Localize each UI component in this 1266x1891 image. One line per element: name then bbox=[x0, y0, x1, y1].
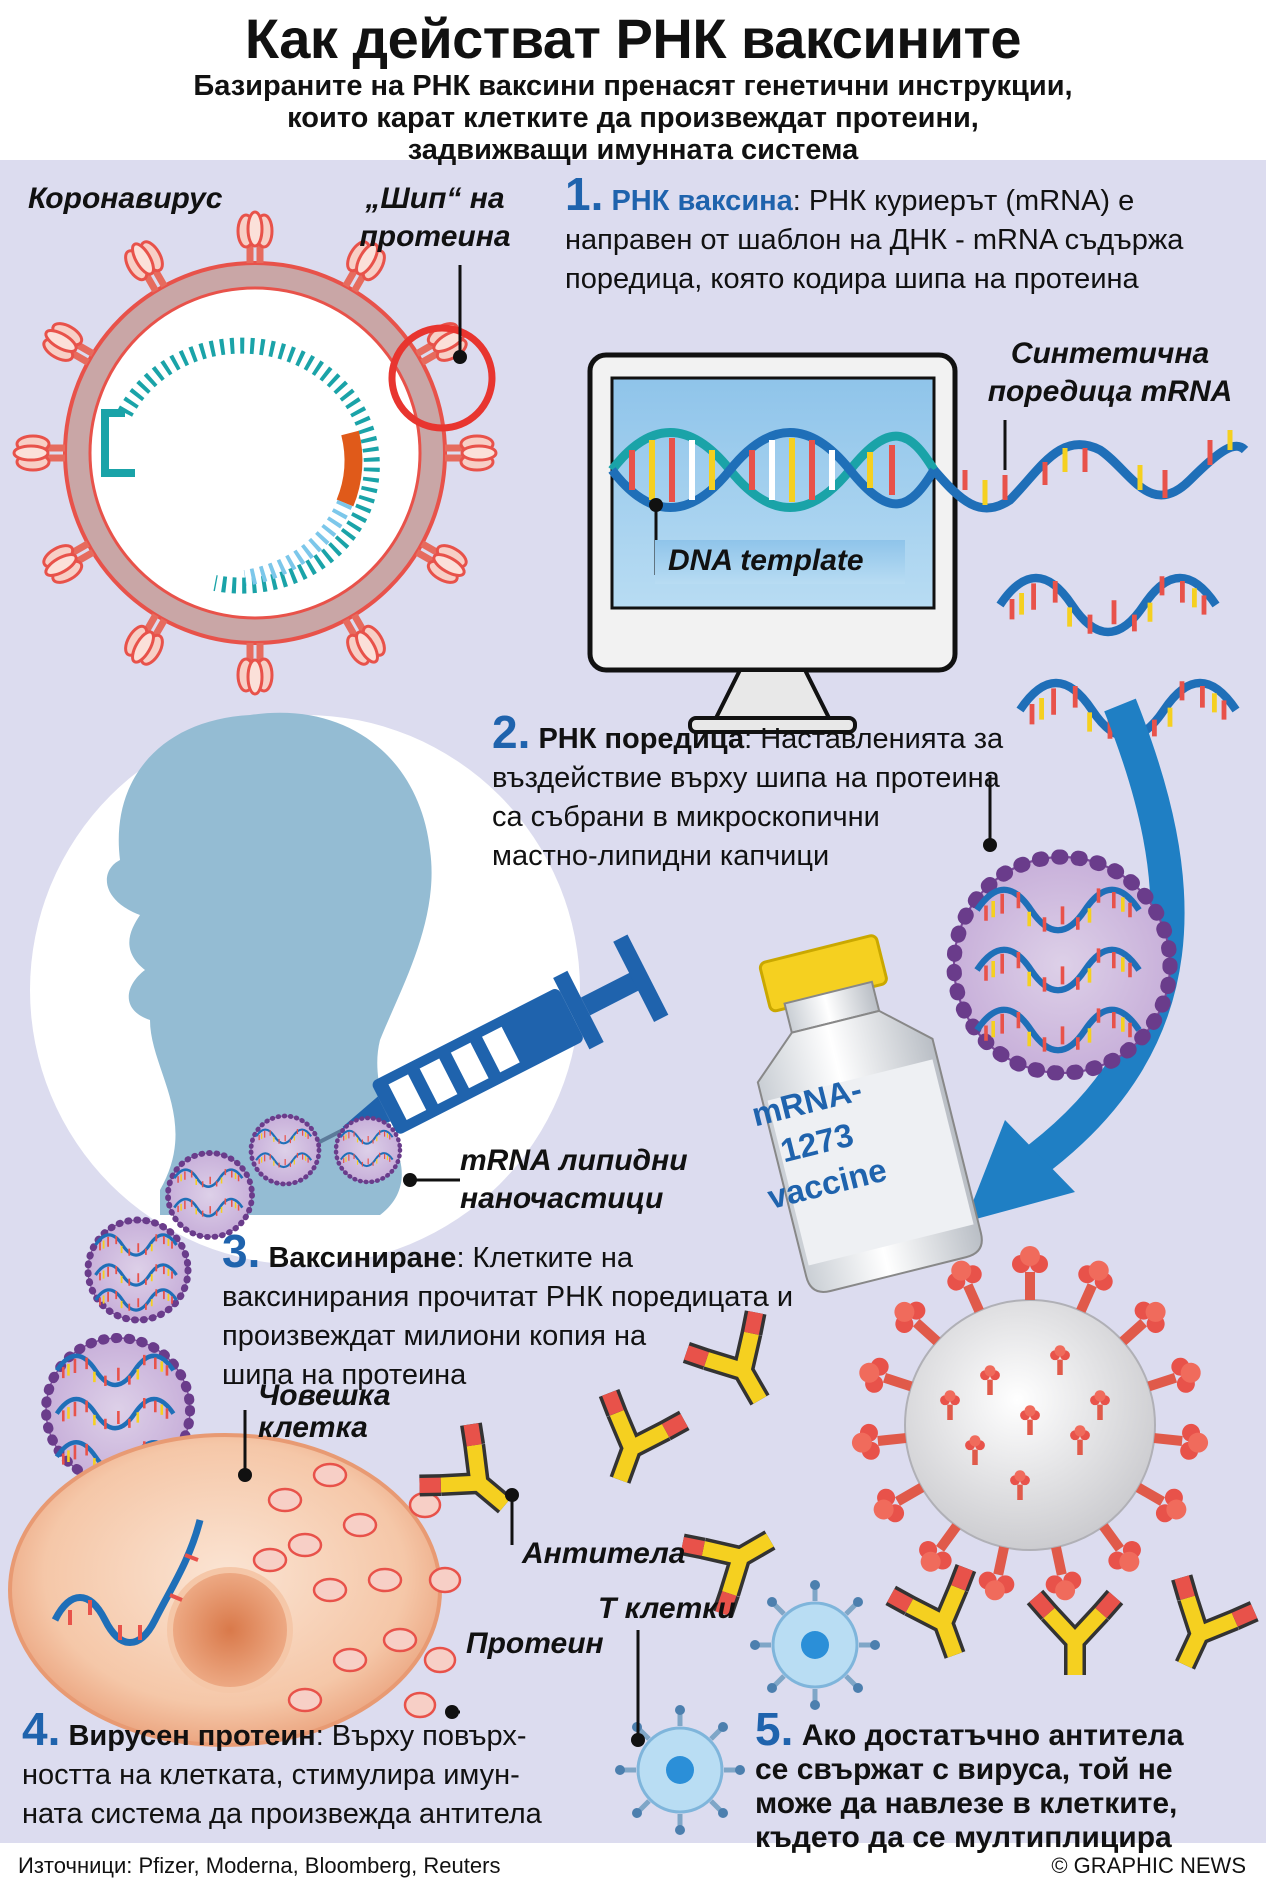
step-4-line-2: ността на клетката, стимулира имун- bbox=[22, 1759, 520, 1791]
dna-helix bbox=[608, 428, 938, 512]
step-5-line-1: Ако достатъчно антитела bbox=[801, 1719, 1184, 1752]
subtitle-line-3: задвижващи имунната система bbox=[407, 134, 859, 166]
synthetic-mrna-label: Синтетична поредица mRNA bbox=[965, 335, 1255, 411]
dna-template-label: DNA template bbox=[668, 544, 864, 577]
step-1-line-1: : РНК куриерът (mRNA) е bbox=[792, 185, 1135, 217]
subtitle-line-2: които карат клетките да произвеждат прот… bbox=[287, 102, 979, 134]
person-silhouette bbox=[30, 712, 580, 1265]
step-4-line-3: ната система да произвежда антитела bbox=[22, 1798, 542, 1830]
step-3-number: 3. bbox=[222, 1225, 261, 1277]
lipid-nanoparticle-1 bbox=[336, 1118, 400, 1182]
dna-pointer-dot bbox=[649, 498, 663, 512]
step-2-line-2: въздействие върху шипа на протеина bbox=[492, 762, 1000, 794]
step-3-text: 3. Ваксиниране: Клетките на ваксинирания… bbox=[222, 1228, 902, 1395]
process-arrowhead bbox=[965, 1120, 1075, 1222]
spike-label-line-1: „Шип“ на bbox=[365, 182, 505, 215]
footer-background bbox=[0, 1843, 1266, 1891]
synthetic-mrna-strand bbox=[930, 430, 1249, 513]
step-1-text: 1. РНК ваксина: РНК куриерът (mRNA) е на… bbox=[565, 171, 1255, 299]
protein-pointer-dot bbox=[445, 1705, 459, 1719]
cell-pointer-dot bbox=[238, 1468, 252, 1482]
step-5-text: 5. Ако достатъчно антитела се свържат с … bbox=[755, 1706, 1260, 1855]
lipid-nanoparticle-4 bbox=[88, 1220, 188, 1320]
nanoparticles-label-line-2: наночастици bbox=[460, 1182, 664, 1215]
t-cells-label: Т клетки bbox=[598, 1592, 736, 1625]
coronavirus-large bbox=[850, 1246, 1210, 1604]
antibodies-label: Антитела bbox=[522, 1537, 686, 1570]
step-5-line-4: където да се мултиплицира bbox=[755, 1821, 1172, 1854]
lipid-pointer-dot bbox=[983, 838, 997, 852]
step-2-line-4: мастно-липидни капчици bbox=[492, 840, 830, 872]
synthetic-label-line-2: поредица mRNA bbox=[987, 375, 1233, 408]
step-3-line-3: произвеждат милиони копия на bbox=[222, 1320, 647, 1352]
human-cell bbox=[8, 1433, 462, 1747]
page-subtitle: Базираните на РНК ваксини пренасят генет… bbox=[0, 70, 1266, 166]
step-4-line-1: : Върху повърх- bbox=[315, 1720, 527, 1752]
step-1-number: 1. bbox=[565, 168, 604, 220]
human-cell-label: Човешка клетка bbox=[258, 1380, 391, 1444]
t-cell-1 bbox=[750, 1580, 880, 1710]
subtitle-line-1: Базираните на РНК ваксини пренасят генет… bbox=[193, 70, 1073, 102]
step-1-line-3: поредица, която кодира шипа на протеина bbox=[565, 263, 1139, 295]
nanoparticles-label: mRNA липидни наночастици bbox=[460, 1142, 688, 1218]
step-3-line-2: ваксинирания прочитат РНК поредицата и bbox=[222, 1281, 794, 1313]
step-1-heading: РНК ваксина bbox=[611, 185, 793, 217]
step-2-text: 2. РНК поредица: Наставленията за въздей… bbox=[492, 709, 1132, 876]
step-2-number: 2. bbox=[492, 706, 531, 758]
step-3-line-1: : Клетките на bbox=[456, 1242, 633, 1274]
step-2-line-1: : Наставленията за bbox=[744, 723, 1004, 755]
antibody-pointer-dot bbox=[505, 1488, 519, 1502]
spike-label-line-2: протеина bbox=[359, 220, 511, 253]
lipid-droplet-large bbox=[954, 857, 1170, 1073]
step-2-heading: РНК поредица bbox=[538, 723, 745, 755]
protein-label: Протеин bbox=[466, 1627, 604, 1660]
human-cell-label-line-2: клетка bbox=[258, 1411, 368, 1444]
step-4-number: 4. bbox=[22, 1703, 61, 1755]
spike-highlight-circle bbox=[388, 324, 496, 432]
vaccine-vial bbox=[756, 934, 983, 1293]
nanoparticle-pointer-dot bbox=[403, 1173, 417, 1187]
coronavirus-illustration bbox=[14, 212, 496, 694]
spike-pointer-dot bbox=[453, 350, 467, 364]
footer-credit: © GRAPHIC NEWS bbox=[1051, 1853, 1246, 1878]
step-4-heading: Вирусен протеин bbox=[68, 1720, 316, 1752]
step-1-line-2: направен от шаблон на ДНК - mRNA съдържа bbox=[565, 224, 1184, 256]
step-3-line-4: шипа на протеина bbox=[222, 1359, 467, 1391]
step-5-line-2: се свържат с вируса, той не bbox=[755, 1753, 1173, 1786]
step-5-number: 5. bbox=[755, 1703, 794, 1755]
step-3-heading: Ваксиниране bbox=[268, 1242, 457, 1274]
step-4-text: 4. Вирусен протеин: Върху повърх- ността… bbox=[22, 1706, 632, 1834]
human-cell-label-line-1: Човешка bbox=[258, 1379, 391, 1412]
tcell-pointer-dot bbox=[631, 1733, 645, 1747]
spike-label: „Шип“ на протеина bbox=[340, 180, 530, 256]
nanoparticles-label-line-1: mRNA липидни bbox=[460, 1144, 688, 1177]
page-title: Как действат РНК ваксините bbox=[244, 7, 1022, 70]
dna-label-bg bbox=[655, 540, 905, 584]
synthetic-label-line-1: Синтетична bbox=[1010, 337, 1210, 370]
syringe bbox=[289, 934, 669, 1159]
step-2-line-3: са събрани в микроскопични bbox=[492, 801, 880, 833]
step-5-line-3: може да навлезе в клетките, bbox=[755, 1787, 1178, 1820]
coronavirus-label: Коронавирус bbox=[28, 182, 223, 215]
footer-sources: Източници: Pfizer, Moderna, Bloomberg, R… bbox=[18, 1853, 501, 1878]
lipid-nanoparticle-2 bbox=[251, 1116, 319, 1184]
t-cell-2 bbox=[615, 1705, 745, 1835]
